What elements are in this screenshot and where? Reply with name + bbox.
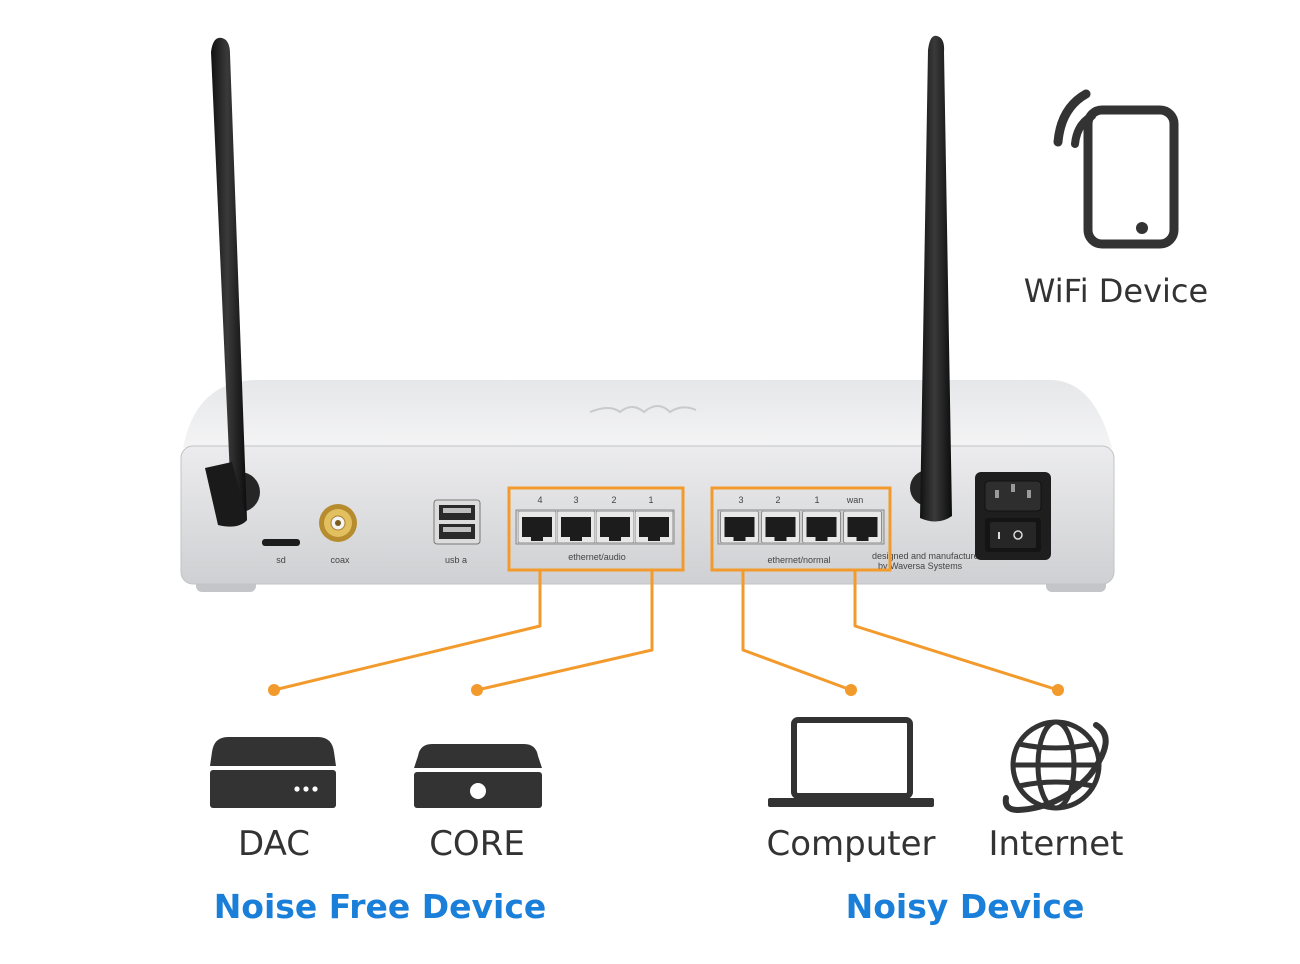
sd-slot <box>262 539 300 546</box>
smartphone-wifi-icon <box>1053 89 1179 249</box>
connector-dot <box>268 684 280 696</box>
audio-ports-highlight <box>507 486 685 572</box>
coax-jack <box>319 504 357 542</box>
core-label: CORE <box>429 824 525 864</box>
audio-port-number: 4 <box>537 495 542 505</box>
ethernet-audio-ports <box>515 509 675 545</box>
power-socket <box>975 472 1051 560</box>
maker-text: by Waversa Systems <box>878 561 963 571</box>
ethernet-normal-label: ethernet/normal <box>767 555 830 565</box>
wifi-device-label: WiFi Device <box>1024 272 1208 310</box>
sd-label: sd <box>276 555 286 565</box>
globe-icon <box>1002 719 1109 814</box>
core-box-icon <box>414 744 542 808</box>
usb-label: usb a <box>445 555 467 565</box>
connector-dot <box>471 684 483 696</box>
normal-port-number: 1 <box>814 495 819 505</box>
maker-text: designed and manufactured <box>872 551 984 561</box>
connector-internet <box>853 570 1059 692</box>
dac-label: DAC <box>238 824 310 864</box>
laptop-icon <box>768 717 934 807</box>
ethernet-normal-ports <box>717 509 885 545</box>
ethernet-audio-label: ethernet/audio <box>568 552 626 562</box>
dac-box-icon <box>210 737 336 808</box>
normal-port-number: wan <box>846 495 864 505</box>
connector-core <box>476 570 654 692</box>
normal-ports-highlight <box>710 486 892 572</box>
normal-port-number: 2 <box>775 495 780 505</box>
brand-logo <box>589 405 697 414</box>
antenna-right <box>920 35 952 522</box>
computer-label: Computer <box>766 824 935 864</box>
connector-dot <box>1052 684 1064 696</box>
internet-label: Internet <box>988 824 1123 864</box>
audio-port-number: 2 <box>611 495 616 505</box>
antenna-left <box>205 37 247 527</box>
usb-ports <box>433 499 481 545</box>
router-top <box>183 380 1112 448</box>
connector-dot <box>845 684 857 696</box>
normal-port-number: 3 <box>738 495 743 505</box>
router: sd coax usb a 4 3 2 1 ethe <box>180 380 1115 592</box>
connector-computer <box>741 570 852 692</box>
connector-lines <box>273 570 1059 692</box>
coax-label: coax <box>330 555 350 565</box>
connector-dac <box>273 570 542 692</box>
noise-free-group-label: Noise Free Device <box>214 887 547 926</box>
noisy-group-label: Noisy Device <box>846 887 1085 926</box>
audio-port-number: 3 <box>573 495 578 505</box>
audio-port-number: 1 <box>648 495 653 505</box>
